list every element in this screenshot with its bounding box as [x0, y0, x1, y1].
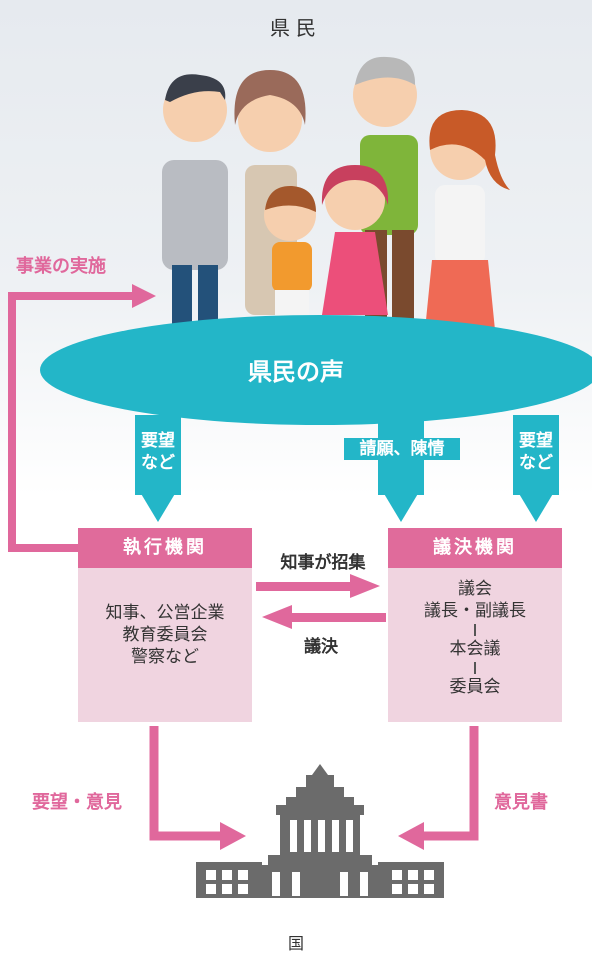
- executive-line: 知事、公営企業: [105, 603, 225, 623]
- opinion-label: 意見書: [494, 792, 548, 813]
- boy-figure: [264, 185, 316, 320]
- business-loop: [8, 292, 140, 552]
- arrow-label-center: 請願、陳情: [344, 438, 460, 460]
- convene-label: 知事が招集: [280, 553, 366, 573]
- legislative-body: 議会 議長・副議長 本会議 委員会: [388, 568, 562, 698]
- executive-line: 教育委員会: [122, 625, 208, 645]
- arrow-label-right-line1: 要望: [519, 431, 553, 451]
- business-label: 事業の実施: [16, 256, 106, 277]
- arrow-label-left-line1: 要望: [141, 431, 175, 451]
- connector-line: [388, 622, 562, 638]
- arrow-label-right-line2: など: [519, 453, 553, 473]
- mother-figure: [425, 110, 510, 330]
- arrow-label-right: 要望 など: [513, 430, 559, 474]
- page-title: 県民: [270, 16, 322, 40]
- arrow-label-left: 要望 など: [135, 430, 181, 474]
- arrow-label-left-line2: など: [141, 453, 175, 473]
- decide-label: 議決: [304, 637, 338, 657]
- legislative-line: 議会: [458, 579, 492, 599]
- girl-figure: [321, 165, 389, 315]
- request-label: 要望・意見: [32, 792, 122, 813]
- cyan-arrows: [135, 415, 559, 522]
- legislative-box: 議決機関 議会 議長・副議長 本会議 委員会: [388, 528, 562, 722]
- legislative-line: 本会議: [449, 639, 501, 659]
- man-figure: [162, 74, 228, 375]
- voice-ellipse: [40, 315, 592, 425]
- nation-label: 国: [287, 934, 304, 953]
- executive-body: 知事、公営企業 教育委員会 警察など: [78, 568, 252, 668]
- voice-label: 県民の声: [248, 358, 344, 386]
- executive-box: 執行機関 知事、公営企業 教育委員会 警察など: [78, 528, 252, 722]
- legislative-line: 委員会: [449, 677, 501, 697]
- connector-line: [388, 660, 562, 676]
- legislative-line: 議長・副議長: [424, 601, 526, 621]
- executive-title: 執行機関: [78, 528, 252, 568]
- legislative-title: 議決機関: [388, 528, 562, 568]
- executive-line: 警察など: [131, 647, 199, 667]
